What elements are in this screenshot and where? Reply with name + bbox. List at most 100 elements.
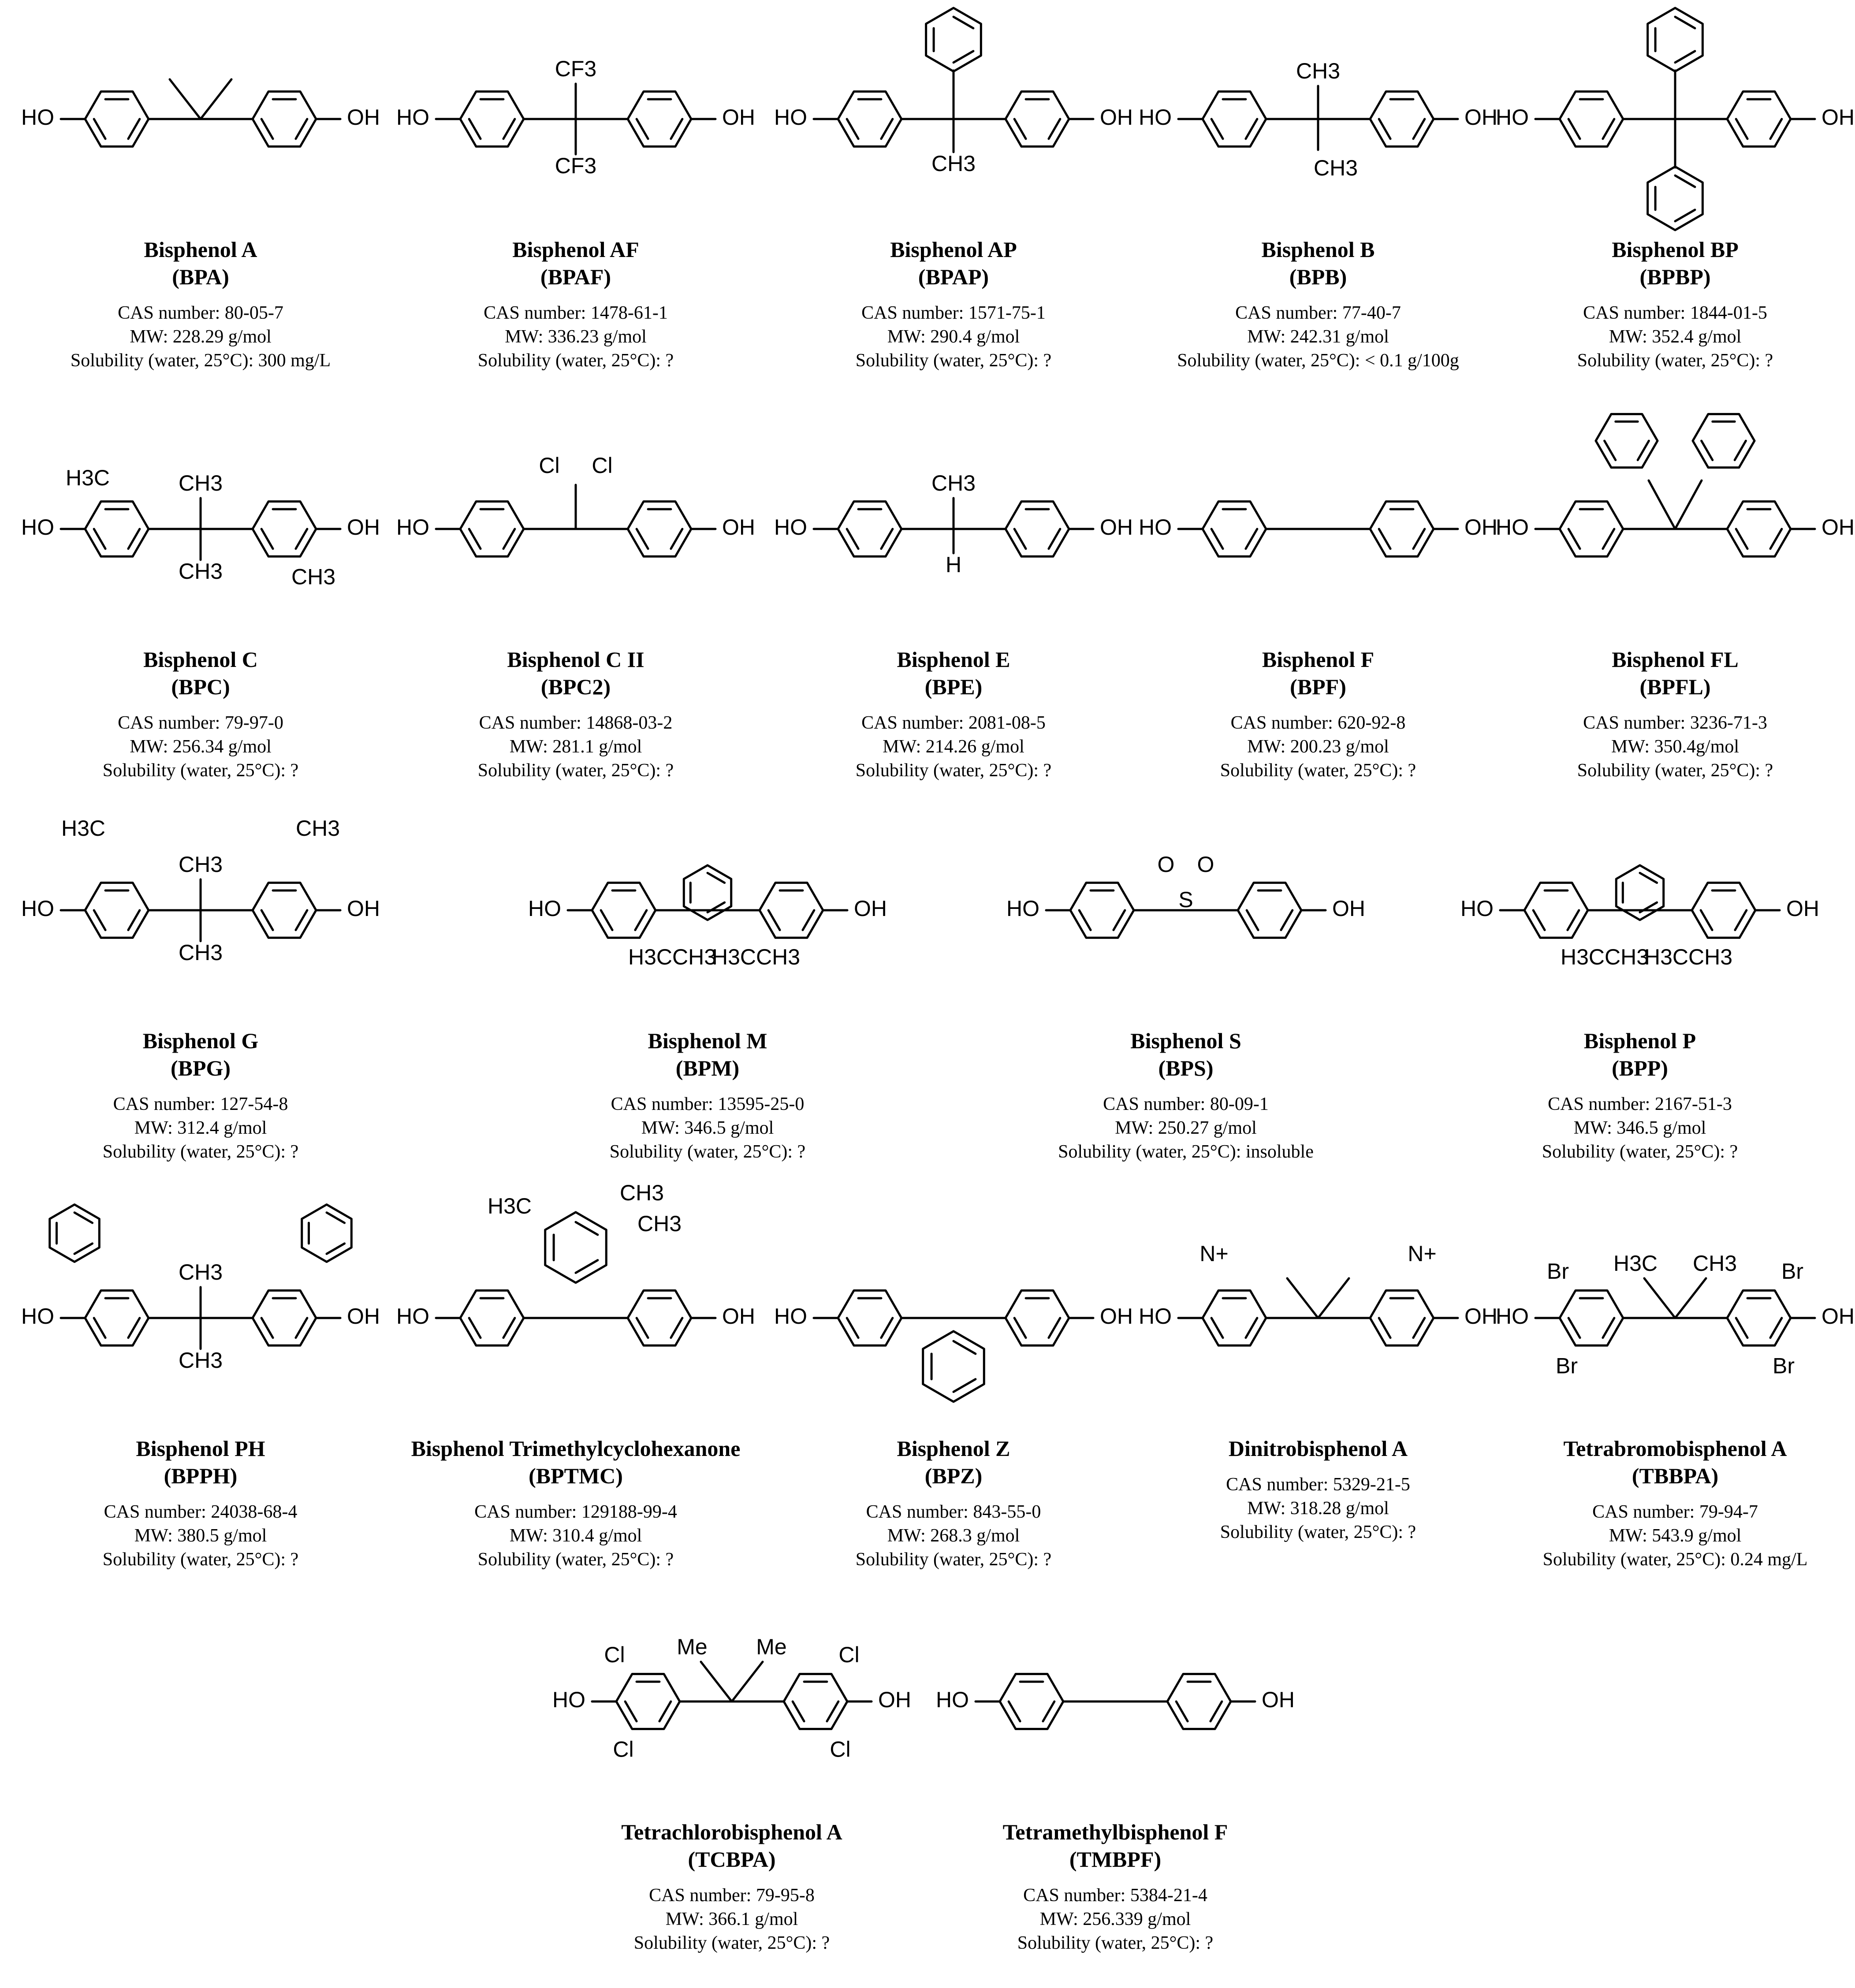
compound-abbreviation: (BPG)	[170, 1056, 231, 1080]
molecular-weight: MW: 350.4g/mol	[1611, 737, 1740, 757]
left-phenol-ring	[459, 500, 525, 558]
water-solubility: Solubility (water, 25°C): ?	[855, 760, 1052, 781]
left-phenol-ring	[998, 1673, 1065, 1730]
atom-label: CF3	[555, 56, 596, 81]
compound-name: Tetrachlorobisphenol A	[621, 1820, 842, 1844]
central-phenylene-ring	[1615, 864, 1665, 921]
molecular-weight: MW: 242.31 g/mol	[1247, 327, 1389, 347]
right-phenol-ring	[1004, 1289, 1070, 1347]
atom-label: HO	[1139, 1304, 1172, 1329]
atom-label: H3C	[1561, 945, 1605, 969]
atom-label: Br	[1781, 1259, 1803, 1284]
atom-label: HO	[21, 105, 54, 130]
cas-number: CAS number: 14868-03-2	[479, 713, 673, 733]
phenyl-ring	[48, 1203, 101, 1263]
atom-label: CH3	[296, 816, 340, 841]
water-solubility: Solubility (water, 25°C): ?	[102, 1142, 299, 1162]
atom-label: CH3	[179, 940, 223, 965]
compound-abbreviation: (BPM)	[675, 1056, 740, 1080]
compound-abbreviation: (BPZ)	[924, 1463, 983, 1488]
compound-name: Bisphenol S	[1130, 1028, 1241, 1053]
bond	[700, 1660, 733, 1703]
phenyl-ring	[1646, 165, 1704, 231]
right-phenol-ring	[1369, 90, 1435, 148]
atom-label: HO	[1139, 105, 1172, 130]
left-phenol-ring	[1201, 1289, 1267, 1347]
bond	[730, 1660, 764, 1703]
molecular-weight: MW: 228.29 g/mol	[130, 327, 272, 347]
water-solubility: Solubility (water, 25°C): insoluble	[1058, 1142, 1314, 1162]
atom-label: OH	[722, 515, 755, 540]
molecular-weight: MW: 366.1 g/mol	[665, 1909, 798, 1929]
right-phenol-ring	[1726, 500, 1792, 558]
water-solubility: Solubility (water, 25°C): ?	[855, 1549, 1052, 1570]
molecular-weight: MW: 346.5 g/mol	[641, 1118, 774, 1138]
bond	[168, 78, 202, 120]
atom-label: Cl	[838, 1642, 859, 1667]
right-phenol-ring	[1369, 500, 1435, 558]
right-phenol-ring	[626, 90, 693, 148]
cas-number: CAS number: 5384-21-4	[1023, 1885, 1207, 1906]
atom-label: HO	[1139, 515, 1172, 540]
molecular-weight: MW: 380.5 g/mol	[134, 1526, 267, 1546]
atom-label: OH	[1821, 515, 1855, 540]
compound-abbreviation: (BPC2)	[540, 674, 611, 699]
cas-number: CAS number: 129188-99-4	[474, 1502, 677, 1522]
compound-caption: Tetrabromobisphenol A(TBBPA)CAS number: …	[1477, 1435, 1855, 1571]
water-solubility: Solubility (water, 25°C): ?	[1542, 1142, 1738, 1162]
left-phenol-ring	[837, 1289, 903, 1347]
water-solubility: Solubility (water, 25°C): < 0.1 g/100g	[1177, 350, 1459, 371]
compound-name: Bisphenol BP	[1612, 237, 1739, 262]
atom-label: CH3	[179, 1348, 223, 1373]
molecular-weight: MW: 312.4 g/mol	[134, 1118, 267, 1138]
atom-label: HO	[528, 896, 561, 921]
left-phenol-ring	[1069, 882, 1135, 939]
atom-label: O	[1158, 852, 1175, 877]
fluorene-ring	[1691, 413, 1756, 469]
atom-label: HO	[1006, 896, 1039, 921]
bond	[1674, 479, 1703, 530]
compound-abbreviation: (BPB)	[1289, 264, 1347, 289]
right-phenol-ring	[1004, 90, 1070, 148]
atom-label: CH3	[179, 1260, 223, 1284]
atom-label: OH	[854, 896, 887, 921]
right-phenol-ring	[1369, 1289, 1435, 1347]
right-phenol-ring	[1726, 90, 1792, 148]
molecular-weight: MW: 268.3 g/mol	[887, 1526, 1020, 1546]
atom-label: N+	[1199, 1241, 1228, 1266]
atom-label: OH	[347, 515, 380, 540]
compound-abbreviation: (BPC)	[171, 674, 230, 699]
compound-name: Bisphenol C	[143, 647, 258, 672]
compound-name: Bisphenol M	[648, 1028, 767, 1053]
